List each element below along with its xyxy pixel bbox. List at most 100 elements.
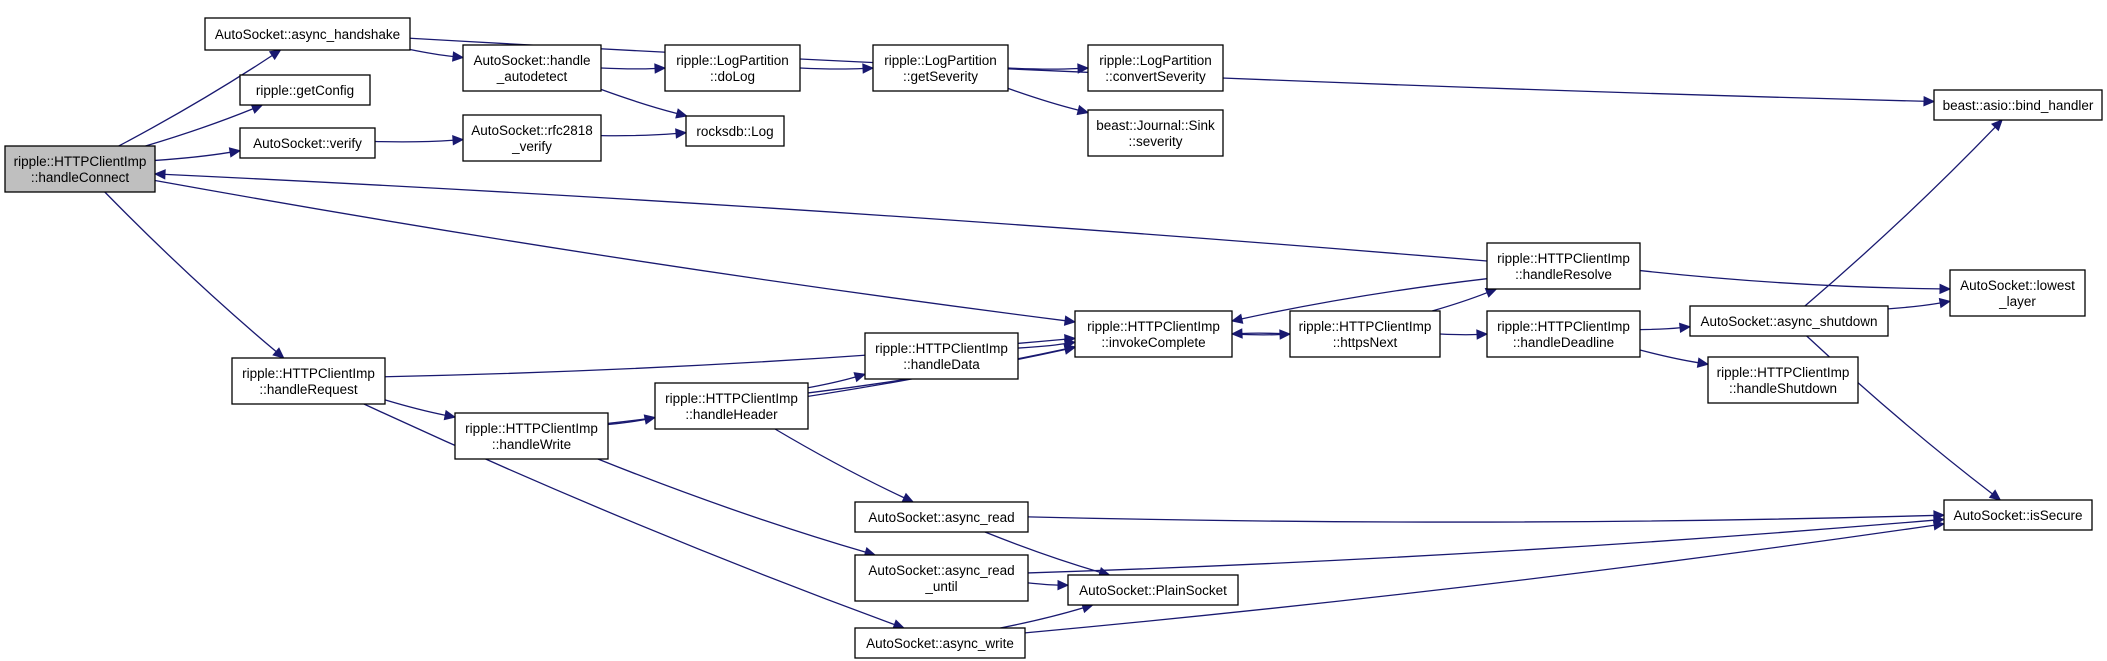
node-handleDeadline[interactable]: ripple::HTTPClientImp::handleDeadline xyxy=(1486,310,1641,358)
node-label-line: ripple::HTTPClientImp xyxy=(875,341,1008,356)
node-label-line: AutoSocket::PlainSocket xyxy=(1079,583,1227,598)
node-handleHeader[interactable]: ripple::HTTPClientImp::handleHeader xyxy=(654,382,809,430)
node-label-line: ::handleConnect xyxy=(31,170,130,185)
node-label-line: beast::Journal::Sink xyxy=(1096,118,1215,133)
edge-handleRequest-to-handleWrite xyxy=(384,399,457,421)
arrowhead xyxy=(1923,95,1936,107)
node-label-line: AutoSocket::lowest xyxy=(1960,278,2075,293)
node-async-handshake[interactable]: AutoSocket::async_handshake xyxy=(204,17,411,51)
node-label-line: AutoSocket::rfc2818 xyxy=(471,123,593,138)
edge-async_shutdown-to-lowest_layer xyxy=(1887,297,1952,310)
edge-line xyxy=(597,458,866,553)
node-verify[interactable]: AutoSocket::verify xyxy=(239,127,376,159)
node-label-line: ::handleRequest xyxy=(259,382,358,397)
node-box xyxy=(239,74,371,106)
node-convertSeverity[interactable]: ripple::LogPartition::convertSeverity xyxy=(1087,44,1224,92)
node-rfc2818-verify[interactable]: AutoSocket::rfc2818_verify xyxy=(462,114,602,162)
node-label-line: ::handleShutdown xyxy=(1729,381,1837,396)
edge-line xyxy=(1439,333,1478,336)
edge-line xyxy=(600,67,656,70)
node-getConfig[interactable]: ripple::getConfig xyxy=(239,74,371,106)
edge-handleResolve-to-handleConnect xyxy=(153,169,1488,262)
node-box xyxy=(454,412,609,460)
edge-line xyxy=(104,191,277,353)
node-handleResolve[interactable]: ripple::HTTPClientImp::handleResolve xyxy=(1486,242,1641,290)
arrowhead xyxy=(1696,357,1710,368)
node-label-line: _verify xyxy=(511,139,552,154)
node-label-line: ::convertSeverity xyxy=(1105,69,1206,84)
node-async-shutdown[interactable]: AutoSocket::async_shutdown xyxy=(1689,305,1889,337)
node-handleRequest[interactable]: ripple::HTTPClientImp::handleRequest xyxy=(231,357,386,405)
arrowhead xyxy=(1938,297,1952,309)
arrowhead xyxy=(443,409,457,421)
arrowhead xyxy=(1279,329,1292,340)
arrowhead xyxy=(675,128,688,139)
edge-handleConnect-to-verify xyxy=(154,147,242,162)
node-label-line: AutoSocket::handle xyxy=(473,53,590,68)
arrowhead xyxy=(1230,328,1243,339)
node-label-line: ripple::HTTPClientImp xyxy=(1299,319,1432,334)
node-async-read-until[interactable]: AutoSocket::async_read_until xyxy=(854,554,1029,602)
node-box xyxy=(462,44,602,92)
edge-line xyxy=(1639,349,1699,364)
node-label-line: ::httpsNext xyxy=(1333,335,1398,350)
edge-async_read_until-to-PlainSocket xyxy=(1027,579,1070,591)
node-label-line: ::handleDeadline xyxy=(1513,335,1614,350)
arrowhead xyxy=(1063,315,1077,326)
node-async-write[interactable]: AutoSocket::async_write xyxy=(854,627,1026,659)
edge-line xyxy=(1639,269,1941,290)
node-box xyxy=(872,44,1009,92)
arrowhead xyxy=(452,135,465,146)
node-box xyxy=(854,627,1026,659)
edge-verify-to-rfc2818_verify xyxy=(374,135,465,146)
node-label-line: ::handleResolve xyxy=(1515,267,1612,282)
arrowhead xyxy=(675,108,688,119)
node-label-line: ::handleHeader xyxy=(685,407,778,422)
node-lowest-layer[interactable]: AutoSocket::lowest_layer xyxy=(1949,269,2086,317)
node-getSeverity[interactable]: ripple::LogPartition::getSeverity xyxy=(872,44,1009,92)
edge-async_write-to-isSecure xyxy=(1024,520,1946,634)
node-label-line: ripple::HTTPClientImp xyxy=(1087,319,1220,334)
edge-line xyxy=(1887,302,1941,310)
edge-line xyxy=(118,54,273,147)
arrowhead xyxy=(452,51,465,62)
edge-async_shutdown-to-bind_handler xyxy=(1804,119,2003,307)
node-handleData[interactable]: ripple::HTTPClientImp::handleData xyxy=(864,332,1019,380)
node-handleWrite[interactable]: ripple::HTTPClientImp::handleWrite xyxy=(454,412,609,460)
node-PlainSocket[interactable]: AutoSocket::PlainSocket xyxy=(1067,574,1239,606)
node-rocksdbLog[interactable]: rocksdb::Log xyxy=(685,115,785,147)
node-label-line: AutoSocket::verify xyxy=(253,136,362,151)
node-async-read[interactable]: AutoSocket::async_read xyxy=(854,501,1029,533)
edge-handle_autodetect-to-doLog xyxy=(600,63,667,74)
edge-handleHeader-to-handleData xyxy=(807,372,867,389)
node-box xyxy=(239,127,376,159)
edge-line xyxy=(799,67,864,70)
edge-doLog-to-getSeverity xyxy=(799,63,875,74)
node-label-line: _layer xyxy=(1998,294,2036,309)
node-box xyxy=(1087,44,1224,92)
node-doLog[interactable]: ripple::LogPartition::doLog xyxy=(664,44,801,92)
arrowhead xyxy=(250,104,264,114)
node-invokeComplete[interactable]: ripple::HTTPClientImp::invokeComplete xyxy=(1074,310,1233,358)
edge-httpsNext-to-handleResolve xyxy=(1431,287,1498,312)
node-handle-autodetect[interactable]: AutoSocket::handle_autodetect xyxy=(462,44,602,92)
node-handleConnect[interactable]: ripple::HTTPClientImp::handleConnect xyxy=(4,145,156,193)
node-label-line: ripple::HTTPClientImp xyxy=(1717,365,1850,380)
arrowhead xyxy=(1076,104,1090,116)
arrowhead xyxy=(1988,489,2002,501)
edge-handleData-to-invokeComplete xyxy=(1017,338,1077,349)
node-httpsNext[interactable]: ripple::HTTPClientImp::httpsNext xyxy=(1289,310,1441,358)
node-label-line: ::getSeverity xyxy=(903,69,978,84)
node-handleShutdown[interactable]: ripple::HTTPClientImp::handleShutdown xyxy=(1707,356,1859,404)
edge-async_read-to-isSecure xyxy=(1027,510,1946,523)
edge-rfc2818_verify-to-rocksdbLog xyxy=(600,128,688,139)
edge-line xyxy=(1007,87,1079,111)
edge-async_read_until-to-isSecure xyxy=(1027,514,1946,574)
edge-handleResolve-to-invokeComplete xyxy=(1230,278,1488,324)
node-isSecure[interactable]: AutoSocket::isSecure xyxy=(1943,499,2093,531)
node-bind-handler[interactable]: beast::asio::bind_handler xyxy=(1933,89,2103,121)
node-sinkSeverity[interactable]: beast::Journal::Sink::severity xyxy=(1087,109,1224,157)
edge-httpsNext-to-invokeComplete xyxy=(1230,328,1291,339)
edge-httpsNext-to-handleDeadline xyxy=(1439,329,1489,340)
edge-async_handshake-to-handle_autodetect xyxy=(409,48,465,62)
